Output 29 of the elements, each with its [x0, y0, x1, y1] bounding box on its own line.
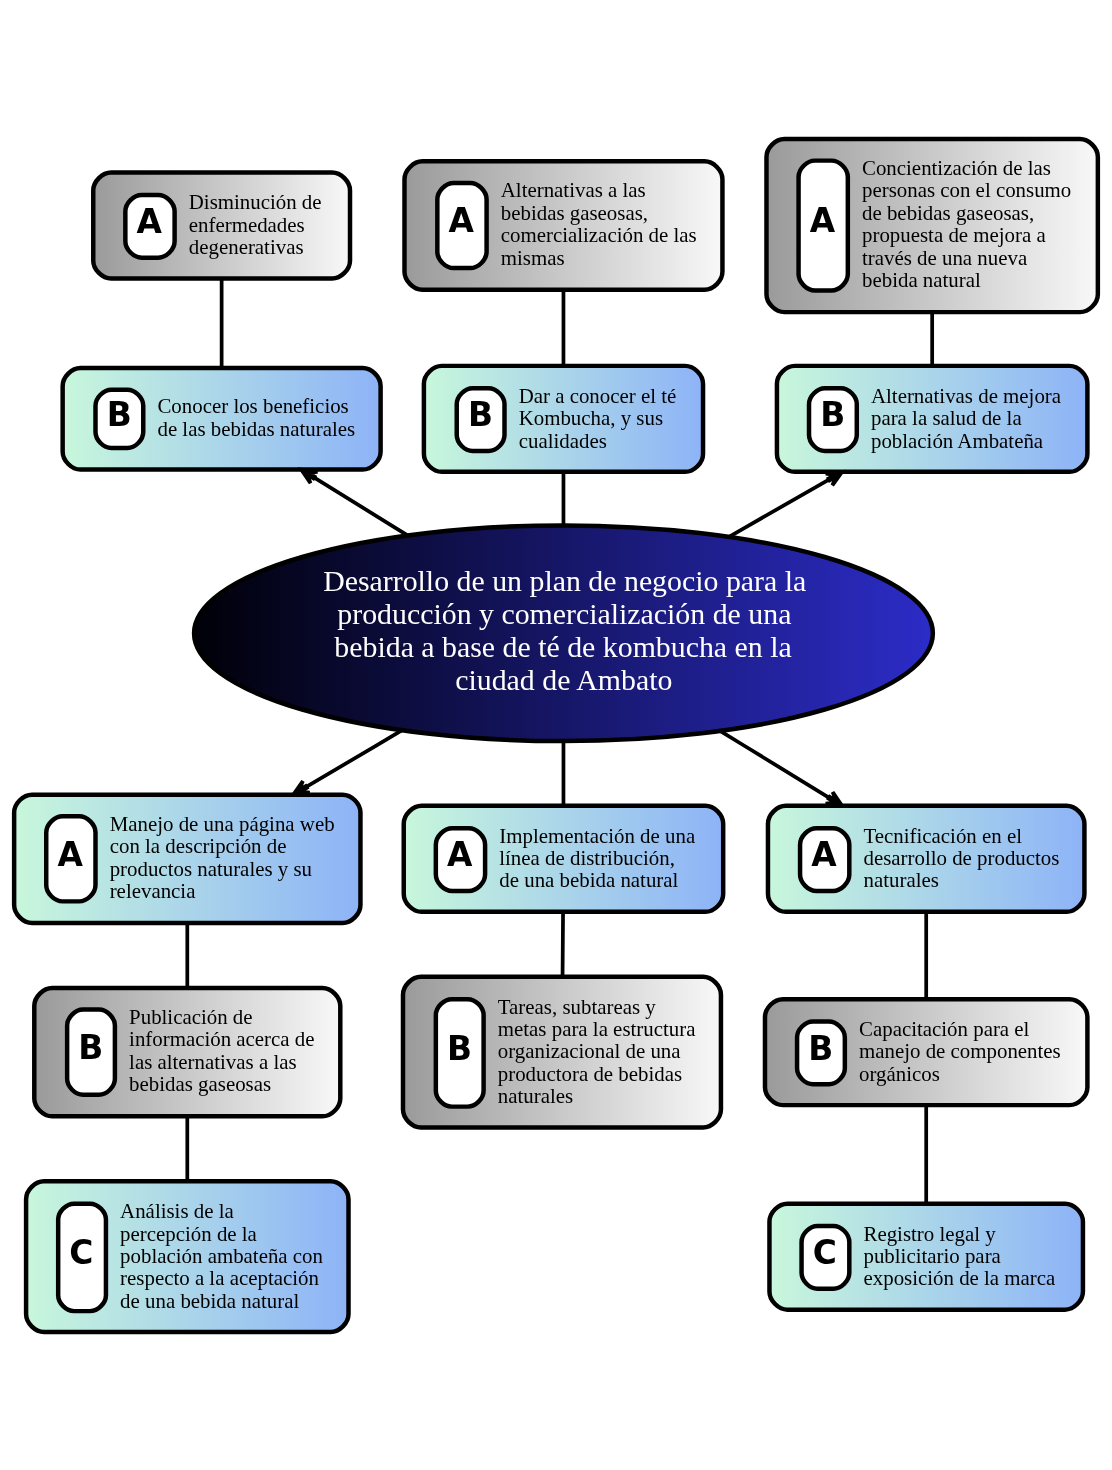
connector: [561, 289, 566, 365]
connector: [930, 311, 935, 366]
connector: [185, 922, 190, 988]
node-box: B Alternativas de mejora para la salud de la población Ambateña: [774, 363, 1090, 474]
node-box: C Registro legal y publicitario para exposición de la marca: [767, 1200, 1086, 1312]
node-box: B Conocer los beneficios de las bebidas naturales: [60, 365, 383, 472]
connector: [561, 741, 566, 806]
arrow: [728, 469, 844, 538]
connector: [185, 1116, 190, 1181]
node-box: A Alternativas a las bebidas gaseosas, comercialización de las mismas: [402, 158, 725, 292]
node-box: B Dar a conocer el té Kombucha, y sus cualidades: [421, 363, 706, 474]
node-box: B Tareas, subtareas y metas para la estructura organizacional de una productora de bebidas naturales: [400, 974, 724, 1130]
arrow: [719, 729, 844, 807]
connector: [924, 1105, 929, 1203]
node-box: C Análisis de la percepción de la población ambateña con respecto a la aceptación de una bebida natural: [23, 1178, 351, 1334]
node-box: A Disminución de enfermedades degenerativas: [91, 169, 353, 281]
arrow: [299, 467, 409, 537]
node-box: A Implementación de una línea de distribución, de una bebida natural: [401, 803, 726, 914]
node-box: B Publicación de información acerca de las alternativas a las bebidas gaseosas: [32, 985, 343, 1119]
connector: [219, 278, 224, 368]
connector: [924, 911, 929, 999]
node-ellipse: Desarrollo de un plan de negocio para la producción y comercialización de una bebida a base de té de kombucha en la ciudad de Ambato: [191, 522, 936, 743]
connector: [560, 911, 565, 976]
connector: [561, 471, 566, 526]
node-box: B Capacitación para el manejo de componentes orgánicos: [762, 996, 1090, 1107]
node-box: A Tecnificación en el desarrollo de productos naturales: [765, 803, 1087, 914]
node-box: A Manejo de una página web con la descripción de productos naturales y su relevancia: [11, 791, 363, 925]
node-box: A Concientización de las personas con el consumo de bebidas gaseosas, propuesta de mejora a través de una nueva bebida natural: [764, 136, 1101, 314]
arrow: [291, 728, 403, 796]
